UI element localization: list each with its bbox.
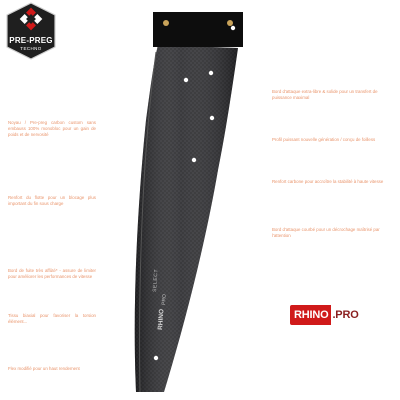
fin-print-select: SELECT xyxy=(152,269,160,292)
annotation-left-4: Tissu biaxial pour favoriser la torsion … xyxy=(8,313,96,324)
badge-title: PRE-PREG xyxy=(9,36,53,45)
rhino-pro-logo: RHINO.PRO xyxy=(290,305,359,325)
callout-dot xyxy=(191,157,197,163)
annotation-left-2: Renfort du flotte pour un blocage plus i… xyxy=(8,195,96,206)
annotation-left-1: Noyau / Pre-preg carbon custom sans emba… xyxy=(8,120,96,137)
annotation-right-1: Bord d'attaque extra-libre & solide pour… xyxy=(272,89,378,100)
fin-head xyxy=(153,12,243,47)
callout-dot xyxy=(209,115,215,121)
callout-dot xyxy=(230,25,236,31)
fin-print-rhino: RHINO xyxy=(157,309,165,330)
brand-part-1: RHINO xyxy=(290,305,332,325)
annotation-left-5: Flex modifié pour un haut rendement xyxy=(8,366,80,371)
annotation-right-2: Profil puissant nouvelle génération / co… xyxy=(272,137,376,142)
screw-icon xyxy=(227,20,233,26)
pre-preg-techno-badge: PRE-PREG TECHNO xyxy=(4,2,58,60)
badge-subtitle: TECHNO xyxy=(20,46,42,51)
annotation-right-4: Bord d'attaque courbé pour un décrochage… xyxy=(272,227,380,238)
brand-part-2: .PRO xyxy=(332,309,359,321)
annotation-right-3: Renfort carbone pour accroître la stabil… xyxy=(272,179,384,184)
screw-icon xyxy=(163,20,169,26)
pre-preg-badge-icon xyxy=(6,2,56,60)
callout-dot xyxy=(153,355,159,361)
callout-dot xyxy=(208,70,214,76)
annotation-left-3: Bord de fuite très affûté* - assure de l… xyxy=(8,268,96,279)
fin-print-pro: PRO xyxy=(161,294,168,305)
callout-dot xyxy=(183,77,189,83)
